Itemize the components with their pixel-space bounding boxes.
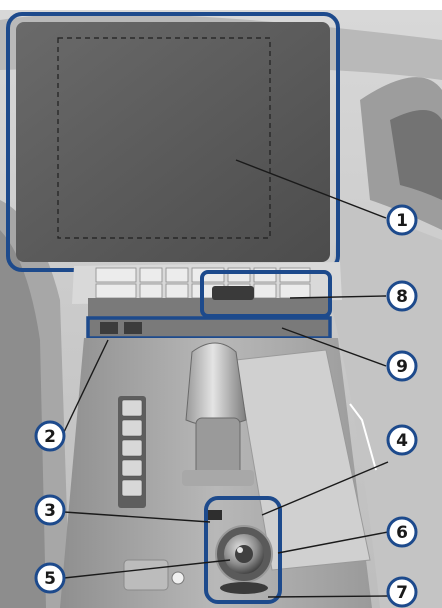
- callout-3: 3: [36, 496, 64, 524]
- usb-port: [212, 286, 254, 300]
- svg-text:9: 9: [396, 357, 408, 377]
- svg-text:7: 7: [396, 583, 408, 603]
- callout-2: 2: [36, 422, 64, 450]
- touchscreen: [16, 22, 330, 262]
- svg-text:5: 5: [44, 569, 56, 589]
- callout-7: 7: [388, 578, 416, 606]
- callout-5: 5: [36, 564, 64, 592]
- gear-shifter: [186, 343, 246, 426]
- svg-text:6: 6: [396, 523, 408, 543]
- svg-text:3: 3: [44, 501, 56, 521]
- callout-9: 9: [388, 352, 416, 380]
- svg-text:1: 1: [396, 211, 408, 231]
- callout-4: 4: [388, 426, 416, 454]
- svg-text:8: 8: [396, 287, 408, 307]
- svg-text:2: 2: [44, 427, 56, 447]
- svg-text:4: 4: [396, 431, 408, 451]
- callout-6: 6: [388, 518, 416, 546]
- callout-1: 1: [388, 206, 416, 234]
- callout-8: 8: [388, 282, 416, 310]
